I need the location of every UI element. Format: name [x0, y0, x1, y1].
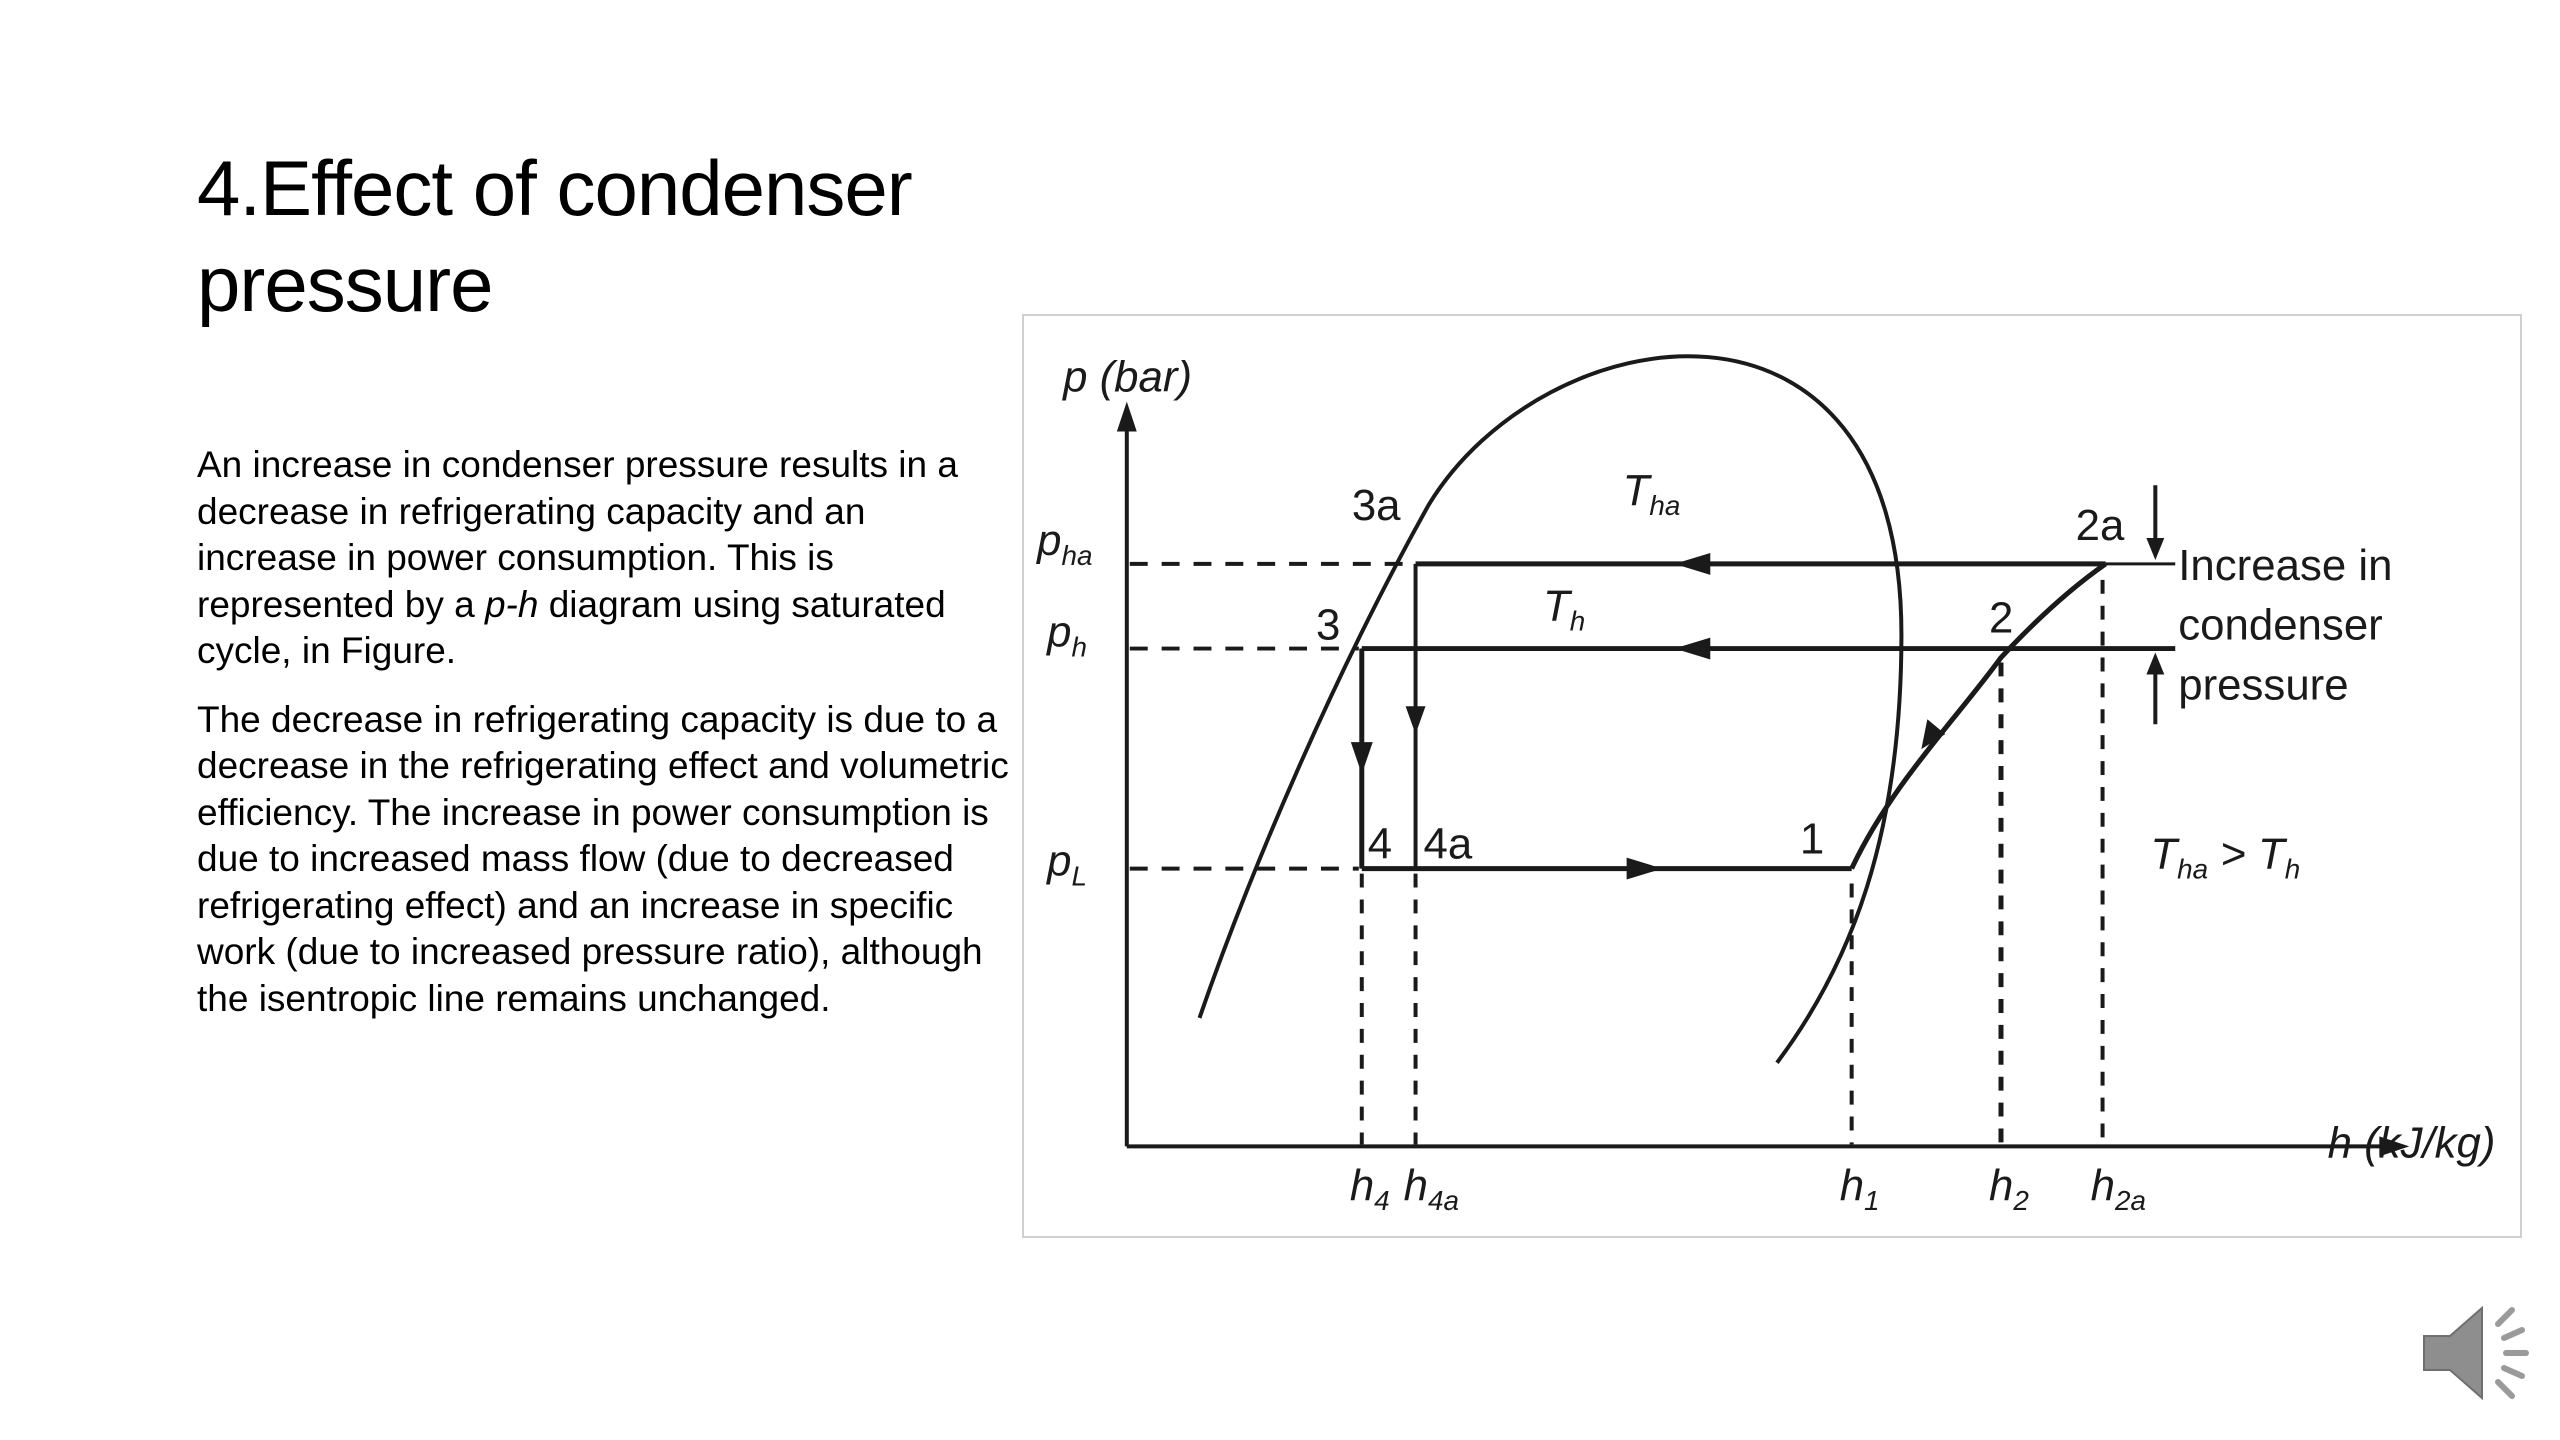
annotation-line-1: Increase in — [2178, 541, 2392, 590]
point-4a: 4a — [1424, 820, 1473, 869]
throttle-arrow-3-4 — [1350, 742, 1373, 775]
saturation-dome — [1197, 354, 1904, 1064]
y-axis-label: p (bar) — [1061, 353, 1192, 402]
annotation-line-2: condenser — [2178, 601, 2383, 650]
increase-arrow-up-head — [2146, 652, 2165, 675]
ph-diagram: p (bar) h (kJ/kg) pha ph pL h4 h4a h1 h2… — [1035, 353, 2496, 1216]
point-4: 4 — [1368, 820, 1392, 869]
x-axis-arrow — [2379, 1136, 2410, 1157]
flow-arrow-evap — [1626, 857, 1663, 880]
point-1: 1 — [1800, 815, 1824, 864]
x-axis-label: h (kJ/kg) — [2328, 1118, 2496, 1167]
label-ph: ph — [1045, 608, 1087, 663]
paragraph-1: An increase in condenser pressure result… — [197, 442, 1012, 675]
flow-arrow-low — [1674, 637, 1711, 660]
temperature-relation: Tha > Th — [2150, 830, 2300, 885]
label-h4a: h4a — [1404, 1161, 1459, 1216]
increase-arrow-down-head — [2146, 538, 2165, 560]
ph-diagram-figure: p (bar) h (kJ/kg) pha ph pL h4 h4a h1 h2… — [1022, 314, 2522, 1238]
point-3: 3 — [1316, 601, 1340, 650]
y-axis-arrow — [1116, 401, 1137, 432]
throttle-arrow-3a-4a — [1405, 706, 1426, 735]
label-h2: h2 — [1989, 1161, 2029, 1216]
label-h4: h4 — [1350, 1161, 1390, 1216]
compression-arrow — [1921, 719, 1946, 750]
annotation-line-3: pressure — [2178, 660, 2348, 709]
paragraph-1-text: An increase in condenser pressure result… — [197, 444, 958, 625]
label-th: Th — [1543, 582, 1585, 637]
slide-body: An increase in condenser pressure result… — [197, 442, 1012, 1044]
flow-arrow-high — [1674, 552, 1711, 575]
label-h1: h1 — [1840, 1161, 1880, 1216]
speaker-icon[interactable] — [2416, 1288, 2546, 1418]
paragraph-2: The decrease in refrigerating capacity i… — [197, 698, 1009, 1019]
compression-curve — [1849, 561, 2107, 870]
label-pha: pha — [1035, 516, 1092, 571]
label-h2a: h2a — [2091, 1161, 2146, 1216]
paragraph-1-emphasis: p-h — [484, 583, 539, 625]
point-3a: 3a — [1352, 481, 1401, 530]
slide-title: 4.Effect of condenser pressure — [197, 144, 913, 328]
label-tha: Tha — [1623, 466, 1681, 521]
paragraph-1-text-end: diagram using saturated cycle, in Figure… — [197, 583, 946, 672]
point-2a: 2a — [2076, 501, 2125, 550]
label-pl: pL — [1045, 837, 1087, 892]
point-2: 2 — [1989, 594, 2013, 643]
